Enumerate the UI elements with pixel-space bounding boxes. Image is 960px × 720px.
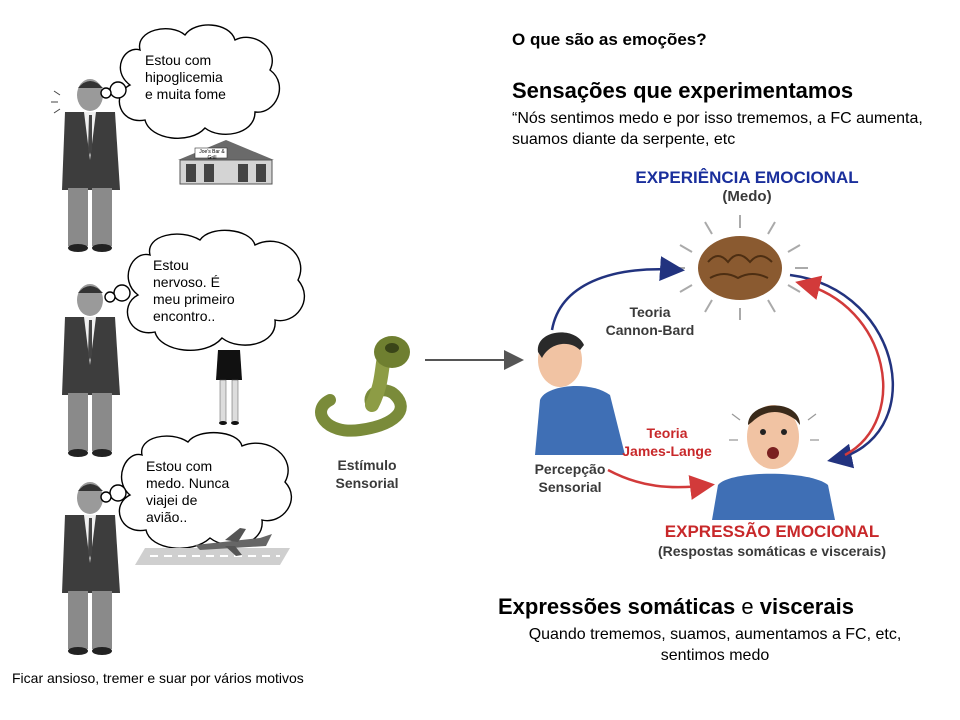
experience-sub: (Medo)	[722, 188, 772, 205]
sensations-body: “Nós sentimos medo e por isso trememos, …	[512, 110, 923, 148]
cannon-bard-line-2: Cannon-Bard	[605, 322, 695, 338]
woman-date-figure	[216, 350, 242, 425]
scared-man-figure	[712, 405, 835, 520]
cannon-bard-arrow-to-brain	[550, 256, 685, 331]
restaurant-sign: Joe's Bar & Grill	[199, 149, 225, 161]
expressions-title-part-1: Expressões somáticas	[498, 594, 736, 619]
question-title: O que são as emoções?	[512, 30, 707, 49]
footer-caption: Ficar ansioso, tremer e suar por vários …	[12, 670, 304, 686]
stimulus-label: Estímulo Sensorial	[322, 456, 412, 492]
expressions-body: Quando trememos, suamos, aumentamos a FC…	[528, 626, 902, 664]
perception-line-1: Percepção	[534, 461, 606, 477]
bubble-3-line: medo. Nunca	[146, 475, 230, 491]
bubble-3-line: Estou com	[146, 458, 213, 474]
man-perceiving-figure	[535, 332, 625, 455]
brain-icon	[698, 236, 782, 300]
bubble-2-line: Estou	[153, 257, 189, 273]
james-lange-arrow-to-brain	[795, 275, 885, 457]
expressions-title-connector: e	[735, 594, 760, 619]
bubble-3-line: avião..	[146, 509, 188, 525]
anxious-man-figure-2	[62, 284, 120, 457]
james-lange-line-2: James-Lange	[622, 443, 712, 459]
stimulus-line-2: Sensorial	[335, 475, 399, 491]
bubble-3-text: Estou com medo. Nunca viajei de avião..	[146, 458, 229, 526]
james-lange-arrow-to-expression	[607, 468, 715, 500]
expression-sub: (Respostas somáticas e viscerais)	[657, 543, 886, 559]
bubble-1-line: hipoglicemia	[145, 69, 223, 85]
thought-bubble-2	[104, 229, 305, 351]
expression-title: EXPRESSÃO EMOCIONAL	[664, 522, 880, 541]
cobra-snake	[315, 336, 410, 437]
sensations-title: Sensações que experimentamos	[512, 78, 854, 103]
james-lange-label: Teoria James-Lange	[612, 424, 722, 460]
experience-title: EXPERIÊNCIA EMOCIONAL	[635, 168, 859, 187]
bubble-2-text: Estou nervoso. É meu primeiro encontro..	[153, 257, 235, 325]
james-lange-line-1: Teoria	[646, 425, 688, 441]
bubble-2-line: meu primeiro	[153, 291, 235, 307]
bubble-1-line: e muita fome	[145, 86, 226, 102]
thought-bubble-1	[100, 24, 281, 139]
airplane-runway	[135, 528, 290, 565]
cannon-bard-arrow-to-expression	[789, 273, 894, 469]
bubble-2-line: nervoso. É	[153, 274, 220, 290]
expressions-title: Expressões somáticas e viscerais	[498, 594, 854, 620]
bubble-2-line: encontro..	[153, 308, 216, 324]
expressions-title-part-2: viscerais	[759, 594, 854, 619]
cannon-bard-line-1: Teoria	[629, 304, 671, 320]
anxious-man-figure-3	[62, 482, 120, 655]
perception-label: Percepção Sensorial	[520, 460, 620, 496]
restaurant-building	[178, 140, 274, 185]
perception-line-2: Sensorial	[538, 479, 602, 495]
bubble-1-text: Estou com hipoglicemia e muita fome	[145, 52, 226, 103]
thought-bubble-3	[100, 431, 292, 549]
cannon-bard-label: Teoria Cannon-Bard	[600, 303, 700, 339]
stimulus-line-1: Estímulo	[337, 457, 397, 473]
anxious-man-figure-1	[51, 79, 120, 252]
bubble-3-line: viajei de	[146, 492, 198, 508]
bubble-1-line: Estou com	[145, 52, 212, 68]
